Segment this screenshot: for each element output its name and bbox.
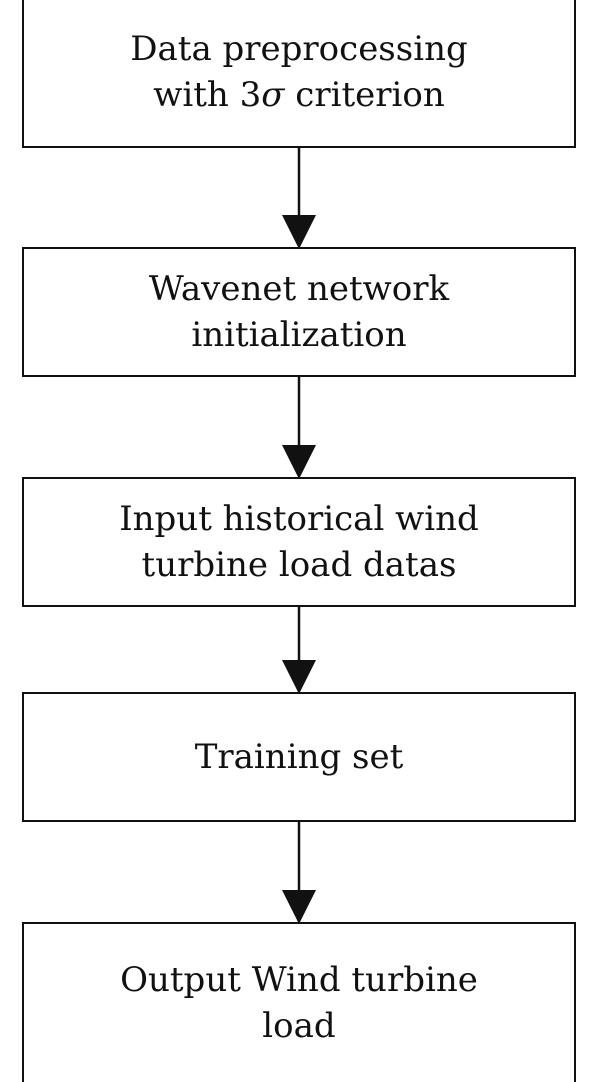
- flow-step-input-historical-data: Input historical wind turbine load datas: [22, 477, 576, 607]
- flow-step-label: Output Wind turbine load: [120, 960, 478, 1046]
- flow-step-label: Data preprocessing with 3σ criterion: [130, 29, 468, 115]
- arrow-step-4-to-step-5: [282, 822, 316, 924]
- flow-step-label: Input historical wind turbine load datas: [119, 499, 479, 585]
- arrow-step-1-to-step-2: [282, 148, 316, 249]
- flow-step-label: Training set: [194, 737, 404, 777]
- flow-step-wavenet-initialization: Wavenet network initialization: [22, 247, 576, 377]
- flow-step-training-set: Training set: [22, 692, 576, 822]
- arrow-step-2-to-step-3: [282, 377, 316, 479]
- sigma-symbol: σ: [261, 75, 285, 115]
- flow-step-data-preprocessing: Data preprocessing with 3σ criterion: [22, 0, 576, 148]
- arrow-step-3-to-step-4: [282, 607, 316, 694]
- flow-step-output-load: Output Wind turbine load: [22, 922, 576, 1082]
- flow-step-label: Wavenet network initialization: [148, 269, 450, 355]
